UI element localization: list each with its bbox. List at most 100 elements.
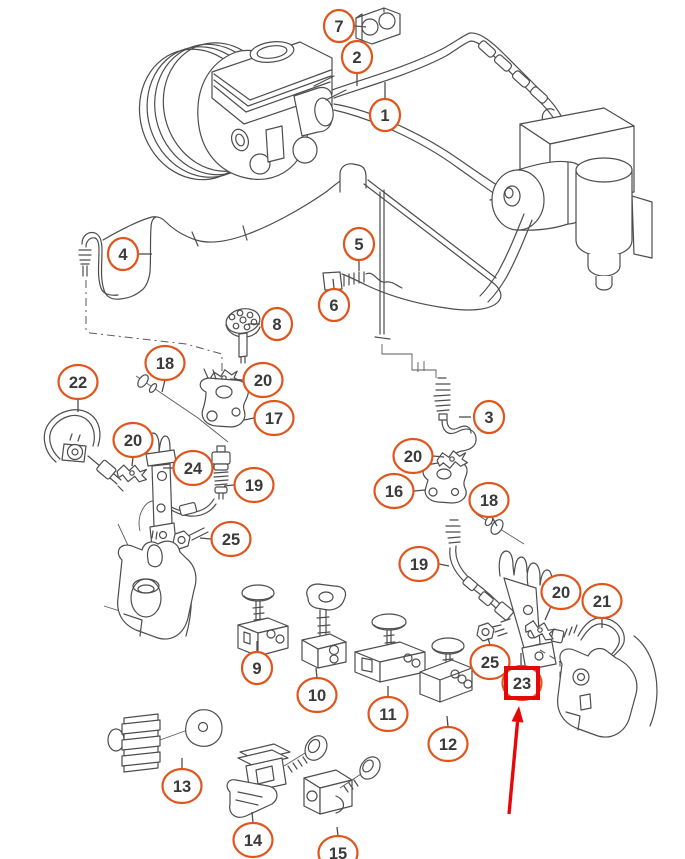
callout-21[interactable]: 21 bbox=[581, 582, 623, 628]
callout-25[interactable]: 25 bbox=[199, 520, 252, 558]
callout-leader-line bbox=[438, 563, 450, 567]
relay-bracket-part7 bbox=[355, 7, 401, 45]
callout-8[interactable]: 8 bbox=[248, 306, 294, 342]
callout-18[interactable]: 18 bbox=[144, 344, 186, 393]
callout-leader-line bbox=[491, 516, 498, 527]
callout-ring bbox=[373, 472, 415, 510]
highlight-box bbox=[504, 666, 540, 700]
callout-17[interactable]: 17 bbox=[243, 399, 295, 437]
callout-ring bbox=[296, 676, 338, 714]
callout-number: 2 bbox=[352, 49, 361, 67]
callout-number: 6 bbox=[329, 297, 338, 315]
callout-number: 18 bbox=[480, 492, 498, 510]
callout-number: 4 bbox=[118, 246, 128, 264]
callout-number: 25 bbox=[222, 531, 240, 549]
abs-bracket bbox=[631, 195, 653, 259]
pipe-union-sleeve bbox=[477, 40, 497, 58]
brake-pipe-part4 bbox=[78, 216, 223, 372]
callout-16[interactable]: 16 bbox=[373, 472, 426, 510]
brake-hose-part22 bbox=[43, 409, 124, 492]
bleeder-valve bbox=[146, 544, 163, 568]
callout-number: 23 bbox=[513, 675, 531, 693]
callout-number: 22 bbox=[69, 374, 87, 392]
callout-20[interactable]: 20 bbox=[540, 573, 582, 621]
callout-6[interactable]: 6 bbox=[317, 278, 351, 323]
callout-ring bbox=[540, 573, 582, 611]
callout-4[interactable]: 4 bbox=[106, 236, 152, 272]
callout-25[interactable]: 25 bbox=[469, 637, 511, 681]
part3-fitting bbox=[433, 377, 451, 421]
pipe-union-sleeve bbox=[493, 54, 513, 72]
callout-23[interactable]: 23 bbox=[501, 653, 543, 702]
callout-ring bbox=[144, 344, 186, 382]
callout-5[interactable]: 5 bbox=[342, 226, 376, 271]
callout-number: 8 bbox=[272, 316, 281, 334]
callout-ring bbox=[260, 306, 294, 342]
callout-leader-line bbox=[413, 489, 426, 492]
callout-9[interactable]: 9 bbox=[240, 641, 274, 686]
callout-leader-line bbox=[336, 826, 339, 837]
callout-12[interactable]: 12 bbox=[427, 715, 469, 763]
callout-leader-line bbox=[243, 417, 255, 421]
callout-number: 17 bbox=[265, 410, 283, 428]
callout-number: 15 bbox=[329, 845, 347, 859]
callout-20[interactable]: 20 bbox=[392, 437, 445, 475]
callout-number: 21 bbox=[593, 593, 611, 611]
callout-ring bbox=[368, 97, 402, 133]
callout-22[interactable]: 22 bbox=[57, 363, 99, 412]
master-cylinder-fittings bbox=[313, 75, 347, 101]
callout-ring bbox=[340, 39, 374, 75]
highlight-layer bbox=[504, 666, 540, 815]
callout-3[interactable]: 3 bbox=[459, 399, 506, 435]
brake-pipes-top-run bbox=[331, 32, 565, 201]
callout-ring bbox=[581, 582, 623, 620]
callout-number: 14 bbox=[244, 832, 263, 850]
callout-ring bbox=[317, 287, 351, 323]
callout-19[interactable]: 19 bbox=[398, 545, 450, 583]
callout-ring bbox=[322, 8, 356, 44]
clip-part12 bbox=[419, 637, 473, 703]
callout-20[interactable]: 20 bbox=[112, 421, 154, 467]
callout-20[interactable]: 20 bbox=[229, 361, 284, 399]
steering-knuckle-right bbox=[557, 635, 658, 738]
callout-19[interactable]: 19 bbox=[223, 466, 275, 504]
callout-leader-line bbox=[199, 537, 212, 540]
clip-part9 bbox=[237, 584, 289, 657]
callout-number: 16 bbox=[385, 483, 403, 501]
callout-11[interactable]: 11 bbox=[367, 686, 409, 733]
callout-number: 3 bbox=[484, 409, 493, 427]
highlight-arrow-head bbox=[511, 706, 524, 723]
callout-15[interactable]: 15 bbox=[317, 826, 359, 859]
callout-ring bbox=[210, 520, 252, 558]
abs-accumulator bbox=[575, 157, 633, 291]
brake-pipes-mid bbox=[102, 163, 533, 378]
callout-1[interactable]: 1 bbox=[368, 82, 402, 133]
callout-14[interactable]: 14 bbox=[232, 811, 274, 859]
clip-part11 bbox=[354, 613, 426, 683]
callout-18[interactable]: 18 bbox=[468, 481, 510, 527]
callout-2[interactable]: 2 bbox=[340, 39, 374, 86]
pipe4-fitting bbox=[78, 249, 92, 277]
clip-part15 bbox=[303, 756, 381, 815]
callout-number: 25 bbox=[481, 654, 499, 672]
spring-pin-part18-right bbox=[475, 513, 525, 545]
callout-leader-line bbox=[223, 484, 235, 487]
bracket-part24 bbox=[145, 432, 177, 548]
callout-leader-line bbox=[315, 667, 318, 679]
callout-number: 12 bbox=[439, 736, 457, 754]
callout-24[interactable]: 24 bbox=[163, 449, 214, 487]
callout-leader-line bbox=[251, 811, 254, 824]
bleed-fitting-5-6 bbox=[322, 271, 403, 291]
callout-7[interactable]: 7 bbox=[322, 8, 367, 44]
callout-ring bbox=[253, 399, 295, 437]
callout-number: 13 bbox=[173, 778, 191, 796]
valve-fitting-part19-left bbox=[138, 445, 231, 532]
callout-number: 7 bbox=[334, 18, 343, 36]
callout-13[interactable]: 13 bbox=[161, 758, 203, 805]
callout-leader-line bbox=[332, 278, 335, 289]
callout-leader-line bbox=[229, 378, 244, 381]
callout-10[interactable]: 10 bbox=[296, 667, 338, 714]
